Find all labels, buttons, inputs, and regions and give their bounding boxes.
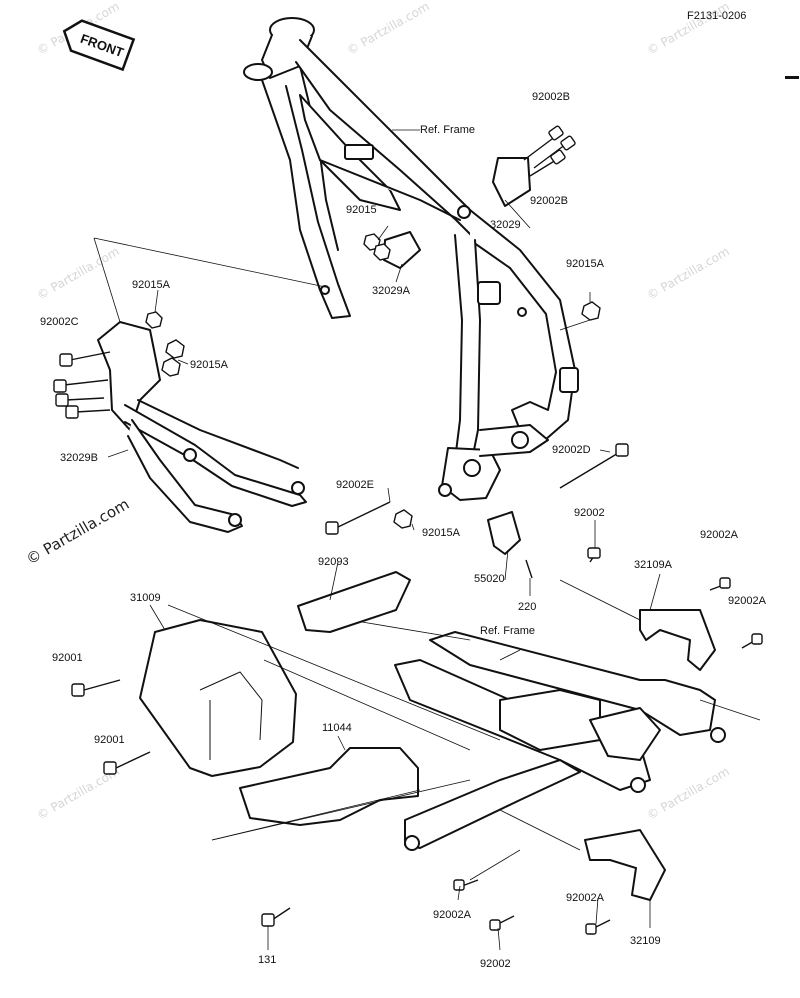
edge-mark xyxy=(785,76,799,79)
callout-92015a: 92015A xyxy=(566,258,605,270)
nut-92015a-center xyxy=(393,509,413,529)
watermark: © Partzilla.com xyxy=(345,0,432,58)
diagram-code: F2131-0206 xyxy=(687,10,746,22)
nut-92015a-left-top xyxy=(145,311,163,329)
watermark: © Partzilla.com xyxy=(645,244,732,302)
callout-labels: Ref. Frame 92002B 92002B 32029 92015 320… xyxy=(40,91,767,970)
front-direction-badge: FRONT xyxy=(62,19,136,72)
callout-92093: 92093 xyxy=(318,556,349,568)
bracket-32109a xyxy=(639,609,716,671)
bolts-92002a-right xyxy=(709,577,763,649)
callout-92002a: 92002A xyxy=(728,595,767,607)
watermark: © Partzilla.com xyxy=(35,244,122,302)
callout-92015a: 92015A xyxy=(132,279,171,291)
bolts-92001 xyxy=(71,679,151,775)
callout-92001: 92001 xyxy=(94,734,125,746)
callout-ref-frame-bottom: Ref. Frame xyxy=(480,625,535,637)
callout-92002c: 92002C xyxy=(40,316,79,328)
bolts-bottom xyxy=(261,879,611,935)
callout-92002a: 92002A xyxy=(566,892,605,904)
callout-32109: 32109 xyxy=(630,935,661,947)
callout-31009: 31009 xyxy=(130,592,161,604)
callout-92015: 92015 xyxy=(346,204,377,216)
main-frame xyxy=(243,17,579,501)
callout-92002: 92002 xyxy=(574,507,605,519)
bracket-32109 xyxy=(584,829,666,901)
callout-32029a: 32029A xyxy=(372,285,411,297)
callout-131: 131 xyxy=(258,954,276,966)
nut-92015a-left-mid-b xyxy=(161,357,181,377)
callout-92015a: 92015A xyxy=(422,527,461,539)
bolts-92002b xyxy=(523,125,576,177)
bolts-92002c xyxy=(53,351,111,419)
bolt-92002d xyxy=(559,443,629,489)
callout-92001: 92001 xyxy=(52,652,83,664)
callout-92002b: 92002B xyxy=(532,91,570,103)
copyright-watermark: © Partzilla.com xyxy=(23,495,132,568)
leader-lines xyxy=(93,129,761,951)
part-92093 xyxy=(297,571,411,633)
callout-92002a: 92002A xyxy=(700,529,739,541)
callout-220: 220 xyxy=(518,601,536,613)
callout-92002d: 92002D xyxy=(552,444,591,456)
callout-92002a: 92002A xyxy=(433,909,472,921)
screw-220 xyxy=(525,559,533,579)
bracket-32029 xyxy=(492,157,531,207)
callout-92015a: 92015A xyxy=(190,359,229,371)
callout-92002: 92002 xyxy=(480,958,511,970)
watermark: © Partzilla.com xyxy=(645,764,732,822)
callout-92002e: 92002E xyxy=(336,479,374,491)
nuts-92015 xyxy=(363,233,391,261)
watermark: © Partzilla.com xyxy=(645,0,732,58)
bolt-92002-mid xyxy=(587,547,601,563)
callout-55020: 55020 xyxy=(474,573,505,585)
clamp-55020 xyxy=(487,511,521,555)
sub-frame xyxy=(394,631,726,851)
callout-92002b: 92002B xyxy=(530,195,568,207)
cover-31009 xyxy=(139,619,297,777)
nut-92015a-left-mid-a xyxy=(165,339,185,359)
callout-32029: 32029 xyxy=(490,219,521,231)
callout-32029b: 32029B xyxy=(60,452,98,464)
bracket-32029b xyxy=(97,321,307,533)
callout-ref-frame-top: Ref. Frame xyxy=(420,124,475,136)
nut-92015a-right xyxy=(581,301,601,321)
bolt-92002e xyxy=(325,501,391,535)
callout-11044: 11044 xyxy=(322,722,352,734)
callout-32109a: 32109A xyxy=(634,559,673,571)
